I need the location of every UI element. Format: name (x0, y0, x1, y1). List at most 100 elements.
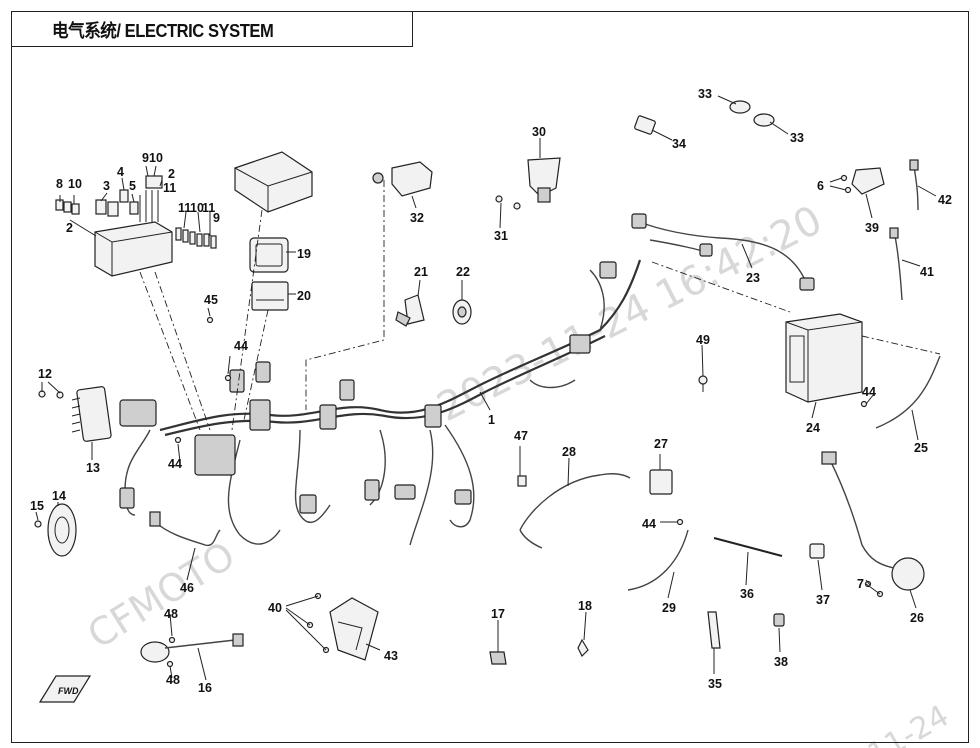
clip-49 (698, 375, 708, 392)
bracket-30 (495, 157, 561, 210)
callout-33: 33 (698, 87, 712, 101)
connector-37 (809, 543, 825, 559)
callout-17: 17 (491, 607, 505, 621)
bolts-44-45 (174, 316, 868, 444)
callout-37: 37 (816, 593, 830, 607)
callout-4: 4 (117, 165, 124, 179)
cable-28 (519, 473, 631, 549)
callout-10: 10 (68, 177, 82, 191)
callout-33b: 33 (790, 131, 804, 145)
main-wiring-harness (119, 259, 642, 546)
callout-34: 34 (672, 137, 686, 151)
callout-11: 11 (163, 181, 176, 195)
callout-19: 19 (297, 247, 311, 261)
callout-10b: 10 (149, 151, 163, 165)
callout-3: 3 (103, 179, 110, 193)
starter-26 (821, 451, 925, 598)
callout-2: 2 (66, 221, 73, 235)
leader-lines (35, 95, 937, 681)
callout-25: 25 (914, 441, 928, 455)
callout-18: 18 (578, 599, 592, 613)
callout-6: 6 (817, 179, 824, 193)
callout-28: 28 (562, 445, 576, 459)
callout-47: 47 (514, 429, 528, 443)
strip-35 (707, 611, 721, 649)
callout-40: 40 (268, 601, 282, 615)
cable-42 (909, 159, 919, 211)
callout-12: 12 (38, 367, 52, 381)
callout-31: 31 (494, 229, 508, 243)
relay-19 (249, 237, 289, 273)
callout-32: 32 (410, 211, 424, 225)
callout-15: 15 (30, 499, 44, 513)
callout-38: 38 (774, 655, 788, 669)
callout-11c: 11 (202, 201, 215, 215)
relay-27 (649, 469, 673, 495)
callout-43: 43 (384, 649, 398, 663)
terminal-caps-33 (729, 100, 775, 127)
callout-30: 30 (532, 125, 546, 139)
callout-41: 41 (920, 265, 934, 279)
callout-44c: 44 (862, 385, 876, 399)
voltage-regulator (38, 386, 112, 442)
clip-47 (517, 475, 527, 487)
fuse-relay-box (55, 175, 217, 277)
fuse-box-cover (234, 151, 313, 213)
cable-29 (627, 518, 689, 591)
sub-harness-46 (149, 511, 221, 547)
callout-29: 29 (662, 601, 676, 615)
sensor-39 (840, 167, 885, 195)
callout-35: 35 (708, 677, 722, 691)
callout-14: 14 (52, 489, 66, 503)
callout-24: 24 (806, 421, 820, 435)
callout-48a: 48 (164, 607, 178, 621)
callout-44b: 44 (234, 339, 248, 353)
clip-17 (489, 651, 507, 665)
callout-23: 23 (746, 271, 760, 285)
callout-16: 16 (198, 681, 212, 695)
drawing-frame (11, 11, 969, 743)
switch-22 (452, 299, 472, 325)
callout-21: 21 (414, 265, 428, 279)
fwd-arrow-icon: FWD (38, 675, 92, 703)
callout-45: 45 (204, 293, 218, 307)
guide-lines (139, 209, 269, 431)
relay-32 (305, 161, 433, 410)
battery (785, 313, 941, 403)
switch-21 (395, 294, 425, 327)
callout-1: 1 (488, 413, 495, 427)
callout-27: 27 (654, 437, 668, 451)
callout-42: 42 (938, 193, 952, 207)
callout-46: 46 (180, 581, 194, 595)
battery-harness-23 (631, 213, 815, 313)
callout-26: 26 (910, 611, 924, 625)
callout-49: 49 (696, 333, 710, 347)
callout-36: 36 (740, 587, 754, 601)
clip-18 (577, 638, 589, 658)
callout-labels: 1 2 2 3 4 5 6 7 8 9 9 10 10 10 11 11 11 … (30, 87, 952, 695)
callout-13: 13 (86, 461, 100, 475)
callout-9b: 9 (213, 211, 220, 225)
clip-38 (773, 613, 785, 627)
callout-7: 7 (857, 577, 864, 591)
callout-39: 39 (865, 221, 879, 235)
callout-44a: 44 (168, 457, 182, 471)
callout-11b: 11 (178, 201, 191, 215)
ecu (306, 592, 379, 661)
page-title: 电气系统/ ELECTRIC SYSTEM (52, 21, 274, 41)
relay-20 (251, 281, 289, 311)
callout-9: 9 (142, 151, 149, 165)
callout-8: 8 (56, 177, 63, 191)
callout-10c: 10 (190, 201, 204, 215)
svg-text:FWD: FWD (58, 686, 79, 696)
connector-34 (634, 115, 656, 135)
speed-sensor (140, 633, 244, 668)
callout-5: 5 (129, 179, 136, 193)
callout-22: 22 (456, 265, 470, 279)
cable-tie-36 (713, 537, 783, 557)
horn (34, 503, 77, 557)
title-box (11, 11, 413, 47)
cable-41 (889, 227, 903, 301)
